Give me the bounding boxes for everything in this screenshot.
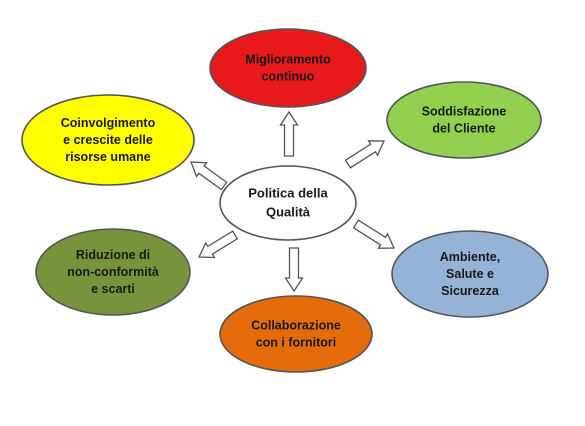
node-riduzione-label-line: non-conformità	[67, 265, 159, 279]
node-soddisfazione: Soddisfazione del Cliente	[386, 81, 542, 159]
node-ambiente-shape	[391, 230, 549, 318]
node-coinvolgimento-label-line: Coinvolgimento	[61, 116, 156, 130]
node-soddisfazione-shape	[386, 81, 542, 159]
node-ambiente-label-line: Sicurezza	[441, 284, 500, 298]
node-riduzione: Riduzione di non-conformità e scarti	[35, 228, 191, 316]
node-soddisfazione-label-line: Soddisfazione	[422, 105, 507, 119]
node-collaborazione: Collaborazione con i fornitori	[219, 295, 373, 373]
center-node-shape	[219, 165, 357, 241]
node-ambiente: Ambiente, Salute e Sicurezza	[391, 230, 549, 318]
node-coinvolgimento-label-line: e crescite delle	[63, 133, 153, 147]
node-miglioramento-label-line: continuo	[262, 70, 315, 84]
node-ambiente-label-line: Ambiente,	[440, 250, 500, 264]
node-riduzione-shape	[35, 228, 191, 316]
node-soddisfazione-label-line: del Cliente	[432, 122, 495, 136]
node-riduzione-label-line: e scarti	[91, 282, 135, 296]
arrow-to-miglioramento	[279, 110, 299, 157]
node-collaborazione-shape	[219, 295, 373, 373]
node-miglioramento-shape	[209, 28, 367, 108]
arrows	[190, 110, 396, 293]
center-node-label-line: Politica della	[248, 186, 328, 201]
node-coinvolgimento: Coinvolgimento e crescite delle risorse um…	[21, 94, 195, 186]
node-ambiente-label-line: Salute e	[446, 267, 494, 281]
node-riduzione-label-line: Riduzione di	[76, 248, 150, 262]
arrow-to-coinvolgimento	[190, 161, 228, 191]
arrow-to-riduzione	[197, 230, 239, 259]
node-collaborazione-label-line: con i fornitori	[256, 336, 337, 350]
node-coinvolgimento-label-line: risorse umane	[65, 150, 151, 164]
arrow-to-ambiente	[352, 219, 396, 249]
node-miglioramento-label-line: Miglioramento	[245, 53, 331, 67]
node-coinvolgimento-shape	[21, 94, 195, 186]
arrow-to-soddisfazione	[344, 140, 386, 169]
center-node-label-line: Qualità	[266, 205, 311, 220]
arrow-to-collaborazione	[284, 247, 304, 293]
node-collaborazione-label-line: Collaborazione	[251, 319, 341, 333]
node-miglioramento: Miglioramento continuo	[209, 28, 367, 108]
